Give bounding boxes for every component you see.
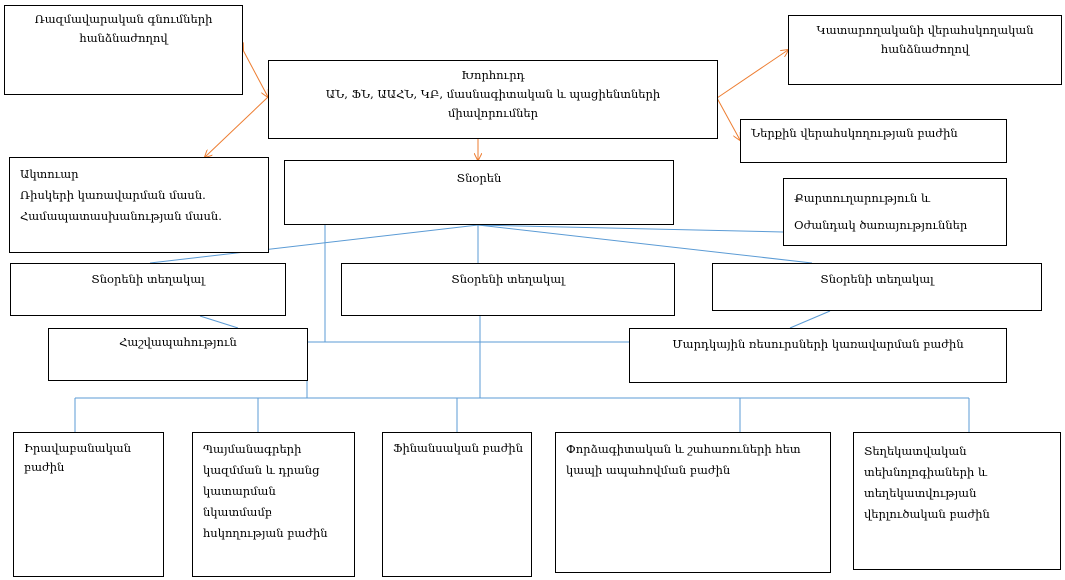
actuary-risk: Ռիսկերի կառավարման մասն.	[20, 188, 206, 202]
secretariat-line-2: Օժանդակ ծառայություններ	[794, 218, 968, 232]
finance-box: Ֆինանսական բաժին	[382, 432, 532, 577]
strategic-committee-line-2: հանձնաժողով	[79, 31, 168, 45]
line-director-deputy1	[149, 224, 479, 264]
actuary-box: Ակտուար Ռիսկերի կառավարման մասն. Համապատ…	[9, 157, 269, 253]
contracts-line-3: կատարման	[203, 484, 276, 498]
line-director-secretariat	[477, 224, 784, 233]
accounting-box: Հաշվապահություն	[48, 328, 308, 381]
actuary-compliance: Համապատասխանության մասն.	[20, 209, 222, 223]
deputy-director-1-label: Տնօրենի տեղակալ	[91, 272, 205, 286]
legal-box: Իրավաբանական բաժին	[13, 432, 164, 577]
deputy-director-1-box: Տնօրենի տեղակալ	[10, 263, 286, 316]
deputy-director-2-box: Տնօրենի տեղակալ	[341, 263, 675, 316]
audit-committee-line-1: Կատարողականի վերահսկողական	[816, 23, 1034, 37]
strategic-committee-line-1: Ռազմավարական գնումների	[34, 12, 213, 26]
it-line-4: վերլուծական բաժին	[864, 507, 990, 521]
deputy-director-3-box: Տնօրենի տեղակալ	[712, 263, 1042, 311]
finance-label: Ֆինանսական բաժին	[393, 441, 524, 455]
line-director-deputy3	[477, 224, 813, 264]
director-box: Տնօրեն	[284, 160, 674, 225]
line-deputy3-hr	[789, 310, 831, 329]
expert-line-1: Փորձագիտական և շահառուների հետ	[566, 442, 801, 456]
it-line-3: տեղեկատվության	[864, 486, 977, 500]
secretariat-line-1: Քարտուղարություն և	[794, 191, 931, 205]
audit-committee-line-2: հանձնաժողով	[880, 42, 970, 56]
hr-box: Մարդկային ռեսուրսների կառավարման բաժին	[629, 328, 1007, 383]
legal-line-2: բաժին	[24, 460, 65, 474]
secretariat-box: Քարտուղարություն և Օժանդակ ծառայությունն…	[783, 178, 1007, 246]
board-box: Խորհուրդ ԱՆ, ՖՆ, ԱԱՀՆ, ԿԲ, մասնագիտական …	[268, 60, 718, 139]
arrow-board-internal	[716, 97, 740, 140]
arrow-board-audit	[716, 50, 788, 99]
hr-label: Մարդկային ռեսուրսների կառավարման բաժին	[672, 337, 964, 351]
contracts-line-5: հսկողության բաժին	[203, 526, 328, 540]
internal-audit-box: Ներքին վերահսկողության բաժին	[740, 119, 1007, 163]
it-box: Տեղեկատվական տեխնոլոգիաների և տեղեկատվու…	[853, 432, 1061, 570]
accounting-label: Հաշվապահություն	[119, 335, 237, 349]
contracts-line-2: կազմման և դրանց	[203, 463, 320, 477]
it-line-2: տեխնոլոգիաների և	[864, 465, 988, 479]
line-deputy1-accounting	[199, 315, 239, 329]
deputy-director-3-label: Տնօրենի տեղակալ	[820, 272, 934, 286]
contracts-line-1: Պայմանագրերի	[203, 442, 302, 456]
board-associations: միավորումներ	[447, 106, 539, 120]
arrow-board-actuary	[205, 96, 269, 157]
deputy-director-2-label: Տնօրենի տեղակալ	[451, 272, 565, 286]
expert-box: Փորձագիտական և շահառուների հետ կապի ապահ…	[555, 432, 831, 573]
contracts-box: Պայմանագրերի կազմման և դրանց կատարման նկ…	[192, 432, 355, 577]
director-label: Տնօրեն	[456, 171, 502, 185]
it-line-1: Տեղեկատվական	[864, 444, 967, 458]
board-title: Խորհուրդ	[461, 68, 525, 82]
board-members: ԱՆ, ՖՆ, ԱԱՀՆ, ԿԲ, մասնագիտական և պացիենտ…	[325, 87, 661, 101]
expert-line-2: կապի ապահովման բաժին	[566, 463, 731, 477]
audit-committee-box: Կատարողականի վերահսկողական հանձնաժողով	[788, 15, 1062, 85]
strategic-committee-box: Ռազմավարական գնումների հանձնաժողով	[4, 5, 243, 95]
actuary-title: Ակտուար	[20, 167, 79, 181]
internal-audit-label: Ներքին վերահսկողության բաժին	[751, 126, 958, 140]
legal-line-1: Իրավաբանական	[24, 441, 132, 455]
contracts-line-4: նկատմամբ	[203, 505, 272, 519]
arrow-strategic-board	[243, 50, 268, 97]
